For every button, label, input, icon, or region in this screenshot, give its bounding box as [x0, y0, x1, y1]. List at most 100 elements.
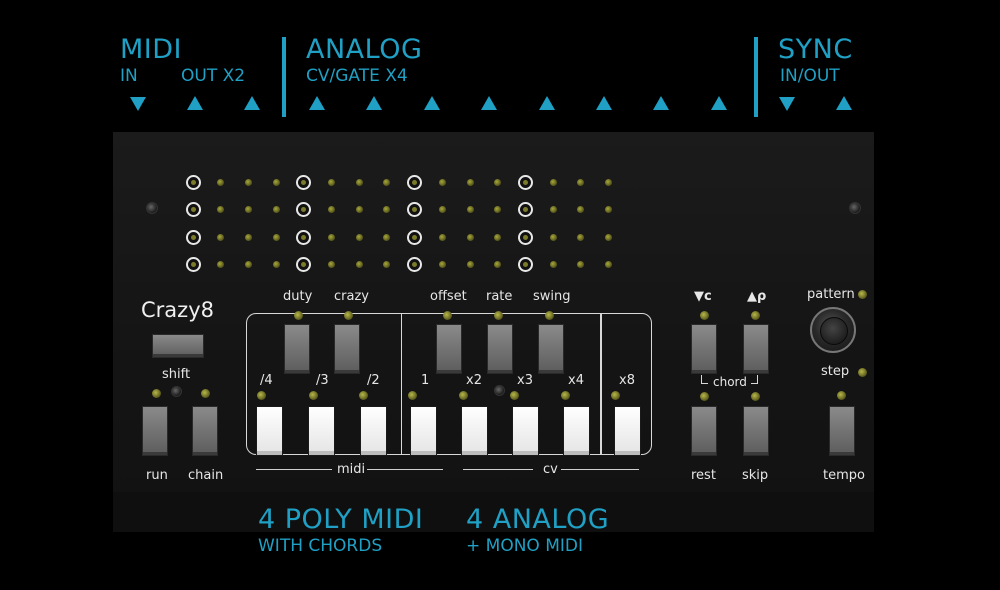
matrix-led — [328, 206, 335, 213]
shift-label: shift — [162, 367, 191, 382]
chord-label: chord — [713, 375, 747, 389]
duty-button[interactable] — [284, 324, 310, 374]
run-label: run — [146, 468, 168, 483]
step-4-button[interactable] — [410, 406, 437, 456]
step-5-button[interactable] — [461, 406, 488, 456]
matrix-led — [244, 261, 252, 268]
crazy-button[interactable] — [334, 324, 360, 374]
matrix-led — [355, 206, 363, 213]
cv-4-arrow-icon — [653, 96, 669, 110]
matrix-ring-led — [185, 257, 201, 272]
chain-button[interactable] — [192, 406, 218, 456]
matrix-ring-led — [296, 229, 312, 245]
step-7-led — [561, 391, 570, 400]
up-p-button[interactable] — [743, 324, 769, 374]
matrix-led — [383, 233, 391, 241]
matrix-ring-led — [517, 202, 533, 217]
crazy-led — [344, 311, 353, 320]
matrix-led — [438, 178, 446, 186]
matrix-ring-led — [296, 202, 312, 217]
tempo-label: tempo — [823, 468, 865, 483]
skip-led — [751, 392, 760, 401]
matrix-led — [494, 178, 502, 186]
x4-label: x4 — [568, 373, 584, 388]
shift-button[interactable] — [152, 334, 204, 358]
matrix-led — [577, 178, 585, 186]
down-c-led — [700, 311, 709, 320]
gate-3-arrow-icon — [596, 96, 612, 110]
matrix-led — [272, 178, 280, 186]
chord-bracket-right — [751, 375, 758, 384]
cv-2-arrow-icon — [424, 96, 440, 110]
header-divider-right — [754, 37, 758, 117]
run-button[interactable] — [142, 406, 168, 456]
rest-label: rest — [691, 468, 716, 483]
step-7-button[interactable] — [563, 406, 590, 456]
cv-3-arrow-icon — [539, 96, 555, 110]
matrix-led — [244, 178, 252, 186]
step-8-button[interactable] — [614, 406, 641, 456]
pattern-step-encoder[interactable] — [810, 307, 856, 353]
sync-in-arrow-icon — [779, 97, 795, 111]
midi-group-line-right — [367, 469, 443, 470]
matrix-led — [355, 261, 363, 268]
analog-footer-title: 4 ANALOG — [466, 504, 610, 535]
matrix-led — [605, 178, 612, 186]
matrix-led — [605, 206, 612, 213]
matrix-led — [466, 233, 474, 241]
down-c-button[interactable] — [691, 324, 717, 374]
matrix-led — [549, 206, 557, 213]
offset-button[interactable] — [436, 324, 462, 374]
matrix-led — [244, 206, 252, 213]
matrix-led — [217, 261, 225, 268]
midi-in-arrow-icon — [130, 97, 146, 111]
rest-button[interactable] — [691, 406, 717, 456]
div4-label: /4 — [260, 373, 273, 388]
matrix-led — [466, 206, 474, 213]
step-6-led — [510, 391, 519, 400]
step-2-led — [309, 391, 318, 400]
swing-label: swing — [533, 289, 571, 304]
matrix-ring-led — [296, 257, 312, 272]
offset-label: offset — [430, 289, 467, 304]
step-2-button[interactable] — [308, 406, 335, 456]
swing-button[interactable] — [538, 324, 564, 374]
poly-midi-title: 4 POLY MIDI — [258, 504, 424, 535]
x3-label: x3 — [517, 373, 533, 388]
matrix-ring-led — [296, 174, 312, 190]
down-c-label: ▼c — [694, 289, 712, 304]
sync-sub-label: IN/OUT — [780, 66, 840, 86]
matrix-led — [383, 206, 391, 213]
matrix-led — [383, 178, 391, 186]
x8-label: x8 — [619, 373, 635, 388]
step-5-led — [459, 391, 468, 400]
matrix-ring-led — [185, 174, 201, 190]
duty-label: duty — [283, 289, 313, 304]
matrix-led — [494, 206, 502, 213]
matrix-led — [605, 261, 612, 268]
rate-button[interactable] — [487, 324, 513, 374]
gate-2-arrow-icon — [481, 96, 497, 110]
matrix-led — [438, 233, 446, 241]
poly-midi-sub: WITH CHORDS — [258, 536, 383, 556]
cv-group-label: cv — [543, 462, 558, 477]
tempo-button[interactable] — [829, 406, 855, 456]
run-led — [152, 389, 161, 398]
matrix-led — [494, 261, 502, 268]
step-6-button[interactable] — [512, 406, 539, 456]
skip-button[interactable] — [743, 406, 769, 456]
midi-in-label: IN — [120, 66, 138, 86]
chain-label: chain — [188, 468, 224, 483]
chain-led — [201, 389, 210, 398]
sync-title: SYNC — [778, 34, 853, 65]
duty-led — [294, 311, 303, 320]
matrix-ring-led — [517, 257, 533, 272]
step-1-led — [257, 391, 266, 400]
step-1-button[interactable] — [256, 406, 283, 456]
matrix-led — [217, 206, 225, 213]
div3-label: /3 — [316, 373, 329, 388]
step-label: step — [821, 364, 850, 379]
rate-led — [494, 311, 503, 320]
midi-group-line-left — [256, 469, 332, 470]
step-3-button[interactable] — [360, 406, 387, 456]
